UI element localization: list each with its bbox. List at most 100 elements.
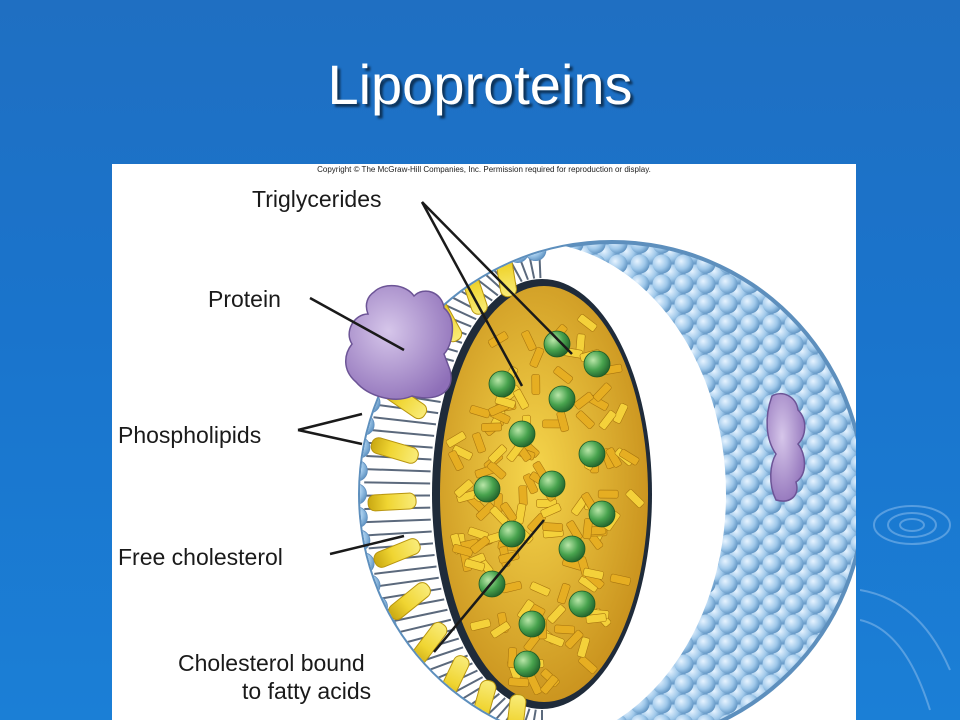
- cholesteryl-ester: [529, 346, 545, 368]
- cholesteryl-ester: [529, 581, 551, 597]
- triglyceride-bead: [543, 330, 571, 358]
- triglyceride-bead: [538, 470, 566, 498]
- label-free-cholesterol: Free cholesterol: [118, 544, 283, 570]
- phospholipid-tail: [374, 565, 437, 575]
- cholesteryl-ester: [494, 395, 516, 409]
- triglyceride-bead: [488, 370, 516, 398]
- cholesteryl-ester: [464, 558, 486, 572]
- triglyceride-bead: [588, 500, 616, 528]
- triglyceride-bead: [513, 650, 541, 678]
- cholesteryl-ester: [472, 432, 486, 454]
- phospholipid-tail: [377, 576, 439, 588]
- cholesteryl-ester: [454, 479, 474, 498]
- triglyceride-bead: [558, 535, 586, 563]
- phospholipid-tail: [366, 530, 432, 537]
- cholesteryl-ester: [452, 544, 474, 557]
- cholesteryl-ester: [445, 431, 467, 448]
- phospholipid-tail: [370, 429, 435, 437]
- cholesteryl-ester: [475, 502, 495, 521]
- cholesteryl-ester: [490, 621, 511, 639]
- phospholipid-tail: [531, 709, 537, 720]
- cholesteryl-ester: [547, 604, 566, 624]
- cholesteryl-ester: [470, 535, 490, 554]
- phospholipid-tail: [365, 518, 431, 524]
- lipoprotein-figure: Copyright © The McGraw-Hill Companies, I…: [112, 164, 856, 720]
- copyright-notice: Copyright © The McGraw-Hill Companies, I…: [317, 165, 651, 174]
- cholesteryl-ester: [577, 314, 598, 332]
- free-cholesterol-bar: [370, 437, 419, 464]
- phospholipid-head: [397, 652, 420, 675]
- cholesteryl-ester: [564, 629, 584, 649]
- triglyceride-bead: [548, 385, 576, 413]
- triglyceride-bead: [518, 610, 546, 638]
- free-cholesterol-bar: [505, 694, 527, 720]
- label-triglycerides: Triglycerides: [252, 186, 382, 212]
- label-cholesterol-bound-line1: Cholesterol bound: [178, 650, 365, 676]
- cholesteryl-ester: [573, 391, 594, 410]
- cholesteryl-ester: [448, 450, 464, 471]
- cholesteryl-ester: [481, 422, 502, 432]
- phospholipid-head: [360, 483, 367, 505]
- cholesteryl-ester: [521, 330, 537, 352]
- cholesteryl-ester: [557, 583, 571, 605]
- cholesteryl-ester: [582, 518, 593, 540]
- cholesteryl-ester: [452, 445, 473, 461]
- label-protein: Protein: [208, 286, 281, 312]
- phospholipid-tail: [364, 468, 431, 473]
- phospholipid-tail: [373, 416, 437, 426]
- triglyceride-bead: [498, 520, 526, 548]
- phospholipid-head: [360, 436, 371, 459]
- slide-title: Lipoproteins: [327, 53, 633, 116]
- cholesteryl-ester: [469, 618, 491, 631]
- cholesteryl-ester: [577, 636, 590, 658]
- cholesteryl-ester: [540, 674, 559, 695]
- cholesteryl-ester: [609, 573, 631, 586]
- phospholipid-head: [424, 682, 447, 705]
- label-phospholipids: Phospholipids: [118, 422, 262, 448]
- triglyceride-bead: [508, 420, 536, 448]
- cholesteryl-ester: [522, 473, 539, 495]
- protein-shape: [345, 284, 454, 400]
- cholesteryl-ester: [531, 374, 541, 395]
- cholesteryl-ester: [488, 444, 508, 464]
- cholesteryl-ester: [513, 389, 529, 410]
- cholesteryl-ester: [500, 501, 518, 523]
- phospholipid-tail: [397, 618, 452, 634]
- triglyceride-bead: [583, 350, 611, 378]
- cholesteryl-ester: [575, 410, 595, 430]
- triglyceride-bead: [568, 590, 596, 618]
- cholesteryl-ester: [467, 526, 489, 541]
- cholesteryl-ester: [597, 489, 619, 499]
- phospholipid-tail: [391, 608, 448, 623]
- cholesteryl-ester: [540, 503, 562, 518]
- free-cholesterol-bar: [373, 538, 421, 568]
- cholesteryl-ester: [542, 522, 564, 532]
- cholesteryl-ester: [612, 402, 629, 424]
- phospholipid-tail: [364, 481, 431, 485]
- triglyceride-bead: [473, 475, 501, 503]
- lipoprotein-diagram: [297, 201, 856, 720]
- phospholipid-head: [410, 668, 433, 691]
- cholesteryl-ester: [585, 613, 607, 624]
- leader-lines: [297, 201, 573, 653]
- cholesteryl-ester: [578, 655, 598, 674]
- free-cholesterol-bar: [367, 492, 417, 512]
- protein-shape: [766, 392, 806, 502]
- triglyceride-bead: [578, 440, 606, 468]
- cholesteryl-ester: [487, 461, 507, 480]
- phospholipid-tail: [528, 256, 536, 279]
- cholesteryl-ester: [518, 485, 528, 507]
- phospholipid-head: [360, 459, 368, 482]
- cholesteryl-ester: [553, 366, 574, 384]
- phospholipid-head: [360, 506, 368, 529]
- cholesteryl-ester: [582, 567, 604, 580]
- cholesteryl-ester: [593, 382, 612, 402]
- cholesteryl-ester: [598, 410, 617, 430]
- cholesteryl-ester: [619, 448, 640, 466]
- ripple-decoration: [860, 505, 951, 711]
- cholesteryl-ester: [508, 677, 530, 688]
- cholesteryl-ester: [625, 489, 645, 508]
- cholesteryl-ester: [554, 624, 576, 635]
- cholesteryl-ester: [469, 405, 491, 419]
- label-cholesterol-bound-line2: to fatty acids: [242, 678, 372, 704]
